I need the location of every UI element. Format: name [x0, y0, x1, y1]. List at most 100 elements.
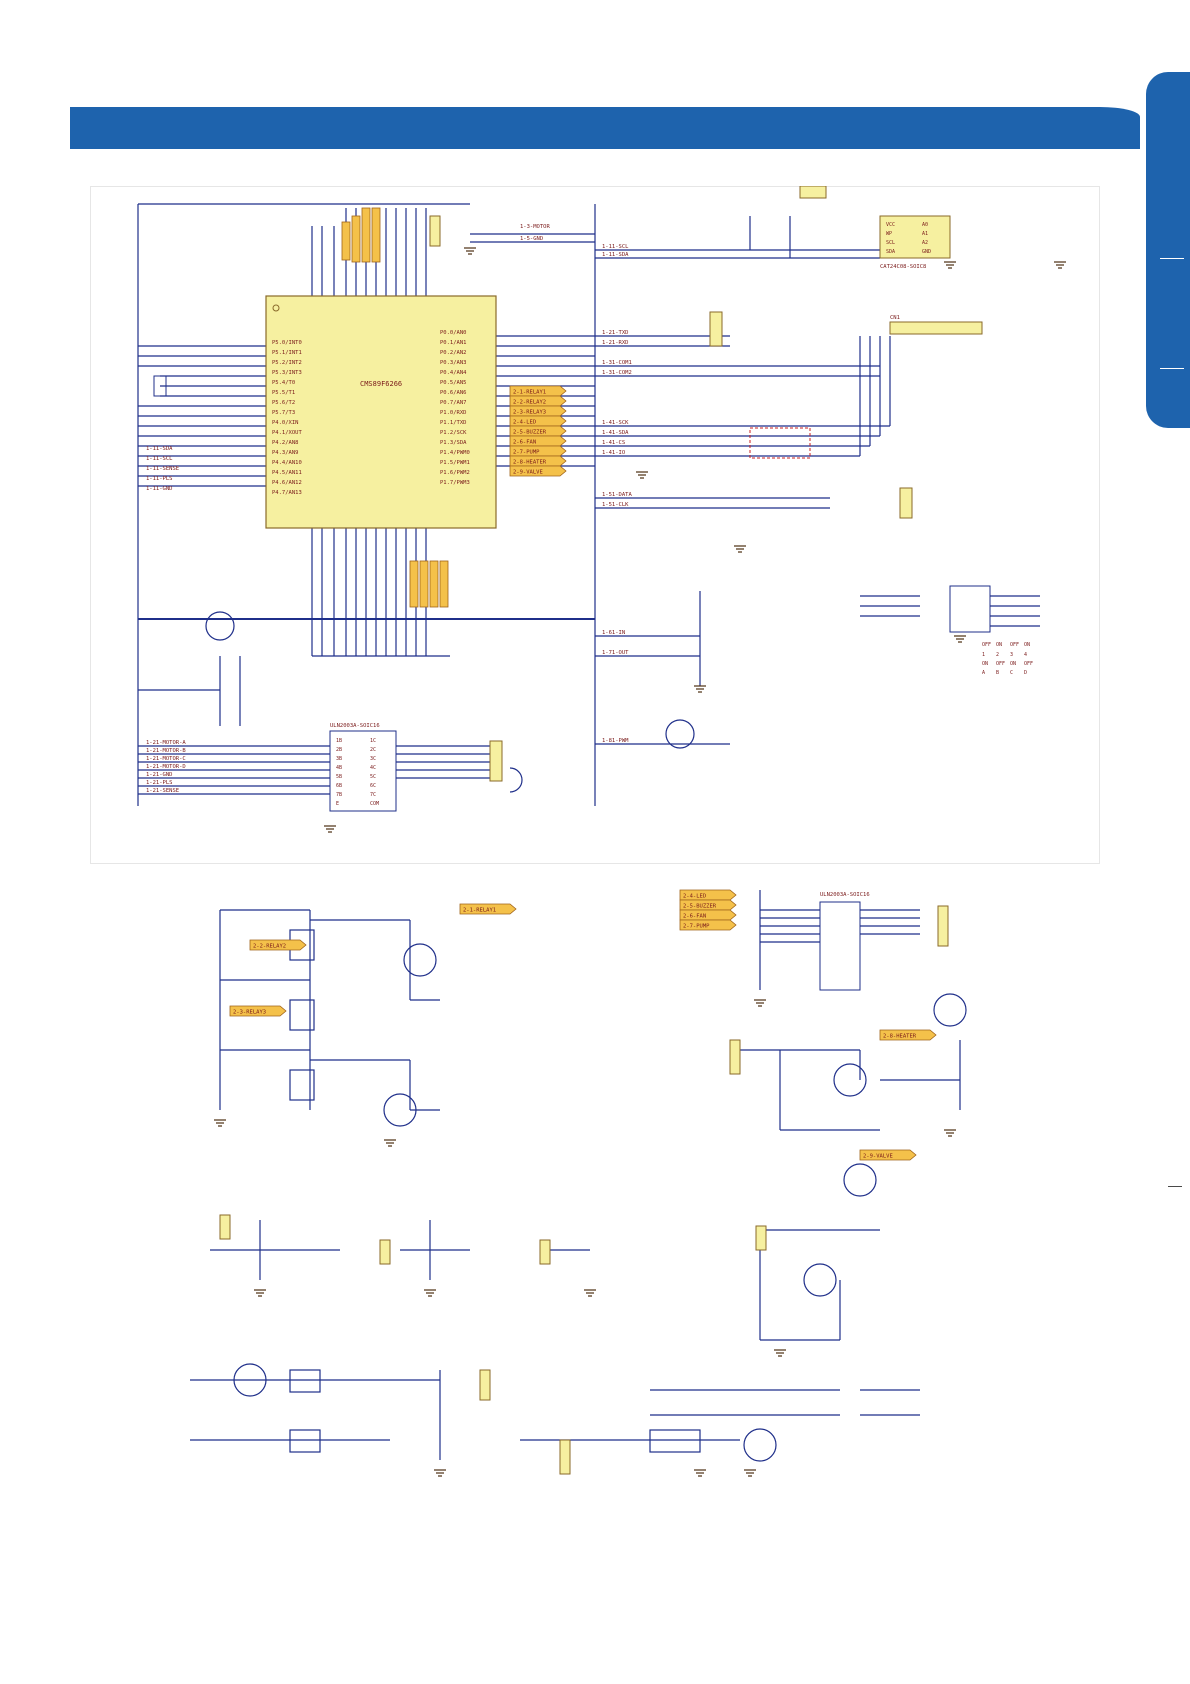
- ground-symbol: [384, 1139, 396, 1147]
- switch-cell: OFF: [1024, 661, 1033, 667]
- bus-label-text: 2-4-LED: [513, 420, 536, 426]
- mcu-right-pin: P0.6/AN6: [440, 390, 467, 396]
- bus-label-shape: [509, 465, 567, 477]
- driver-top-pin: 6C: [370, 783, 376, 789]
- ground-symbol: [1054, 261, 1066, 269]
- eeprom-pin: GND: [922, 249, 931, 255]
- ground-symbol: [944, 261, 956, 269]
- tab-divider: [1160, 258, 1184, 259]
- header-band: [70, 107, 1140, 149]
- mcu-left-pin: P4.5/AN11: [272, 470, 302, 476]
- right-net-label: 1-11-SDA: [602, 252, 629, 258]
- left-net-label: 1-11-GND: [146, 486, 173, 492]
- driver-chip-bottom: [819, 901, 861, 991]
- driver-chip-top: [329, 730, 397, 812]
- ground-symbol: [584, 1289, 596, 1297]
- mcu-right-pin: P1.1/TXD: [440, 420, 467, 426]
- mcu-right-pin: P0.0/AN0: [440, 330, 467, 336]
- wire-layer: [137, 203, 1040, 806]
- bus-label: 2-8-HEATER: [509, 455, 567, 467]
- driver-top-pin: 5C: [370, 774, 376, 780]
- ground-symbol: [254, 1289, 266, 1297]
- ground-symbol: [636, 471, 648, 479]
- driver-net-label: 1-21-MOTOR-A: [146, 740, 186, 746]
- driver-top-pin: 2C: [370, 747, 376, 753]
- mcu-left-pin: P5.3/INT3: [272, 370, 302, 376]
- side-tab[interactable]: [1146, 72, 1190, 428]
- bus-label-shape: [509, 395, 567, 407]
- mcu-left-pin: P5.5/T1: [272, 390, 295, 396]
- mcu-left-pin: P4.3/AN9: [272, 450, 299, 456]
- bus-label-text: 2-2-RELAY2: [513, 400, 546, 406]
- bus-label-text: 2-1-RELAY1: [513, 390, 546, 396]
- bus-label: 2-5-BUZZER: [509, 425, 567, 437]
- bus-label: 2-6-FAN: [509, 435, 567, 447]
- lower-wire-layer: [190, 890, 961, 1460]
- mcu-right-pin: P1.5/PWM1: [440, 460, 470, 466]
- bus-label-shape: [509, 455, 567, 467]
- driver-top-pin: 6B: [336, 783, 342, 789]
- right-net-label: 1-3-MOTOR: [520, 224, 550, 230]
- driver-net-label: 1-21-SENSE: [146, 788, 179, 794]
- bus-label: 2-4-LED: [509, 415, 567, 427]
- lower-bus-label: 2-6-FAN: [679, 909, 737, 921]
- ground-symbol: [424, 1289, 436, 1297]
- switch-cell: ON: [982, 661, 988, 667]
- mcu-left-pin: P4.2/AN8: [272, 440, 299, 446]
- ground-symbol: [464, 247, 476, 255]
- driver-top-pin: 3B: [336, 756, 342, 762]
- bus-label-shape: [509, 445, 567, 457]
- switch-cell: 3: [1010, 652, 1013, 658]
- filter-block: [749, 427, 811, 459]
- ground-symbol: [214, 1119, 226, 1127]
- transistors-top: [205, 611, 695, 749]
- driver-net-label: 1-21-GND: [146, 772, 173, 778]
- switch-cell: A: [982, 670, 985, 676]
- connector-cn1-label: CN1: [890, 315, 900, 321]
- mcu-left-pin: P5.0/INT0: [272, 340, 302, 346]
- mcu-left-pin: P4.0/XIN: [272, 420, 299, 426]
- left-net-label: 1-11-SENSE: [146, 466, 179, 472]
- left-net-label: 1-11-PLS: [146, 476, 173, 482]
- bus-label-text: 2-3-RELAY3: [513, 410, 546, 416]
- bus-label: 2-9-VALVE: [509, 465, 567, 477]
- driver-top-pin: COM: [370, 801, 379, 807]
- right-net-label: 1-51-CLK: [602, 502, 629, 508]
- ground-symbol: [754, 999, 766, 1007]
- mcu-right-pin: P0.2/AN2: [440, 350, 467, 356]
- eeprom-chip: [879, 215, 951, 259]
- driver-net-label: 1-21-PLS: [146, 780, 173, 786]
- eeprom-pin: A2: [922, 240, 928, 246]
- lower-bus-label-text: 2-8-HEATER: [883, 1034, 917, 1040]
- eeprom-pin: VCC: [886, 222, 895, 228]
- lower-bus-label-text: 2-2-RELAY2: [253, 944, 286, 950]
- bus-label-text: 2-5-BUZZER: [513, 430, 547, 436]
- bottom-bus-labels: [409, 560, 449, 608]
- eeprom-pin: SCL: [886, 240, 895, 246]
- right-net-label: 1-71-OUT: [602, 650, 629, 656]
- left-net-label: 1-11-SDA: [146, 446, 173, 452]
- right-net-label: 1-11-SCL: [602, 244, 629, 250]
- lower-connectors: [219, 905, 949, 1475]
- eeprom-pin: SDA: [886, 249, 895, 255]
- switch-header: ON: [1024, 642, 1030, 648]
- io-schematic: ULN2003A-SOIC16 2-1-RELAY12-2-RELAY22-3-…: [190, 889, 967, 1477]
- connector-cn3: [799, 186, 827, 199]
- driver-top-pin: 4C: [370, 765, 376, 771]
- mcu-chip: [265, 295, 497, 529]
- lower-bus-label: 2-5-BUZZER: [679, 899, 737, 911]
- mcu-left-pin: P4.1/XOUT: [272, 430, 302, 436]
- crystal: [153, 375, 167, 397]
- relay-coils: [289, 929, 315, 1101]
- right-net-labels: 1-3-MOTOR1-5-GND1-11-SCL1-11-SDA1-21-TXD…: [520, 224, 632, 744]
- lower-bus-label-shape: [229, 1005, 287, 1017]
- connector-cn6: [489, 740, 503, 782]
- right-net-label: 1-5-GND: [520, 236, 543, 242]
- bus-label-shape: [509, 385, 567, 397]
- lower-net-labels: 2-1-RELAY12-2-RELAY22-3-RELAY32-4-LED2-5…: [229, 889, 937, 1161]
- mcu-left-pin: P5.7/T3: [272, 410, 295, 416]
- lower-bus-label-text: 2-4-LED: [683, 894, 706, 900]
